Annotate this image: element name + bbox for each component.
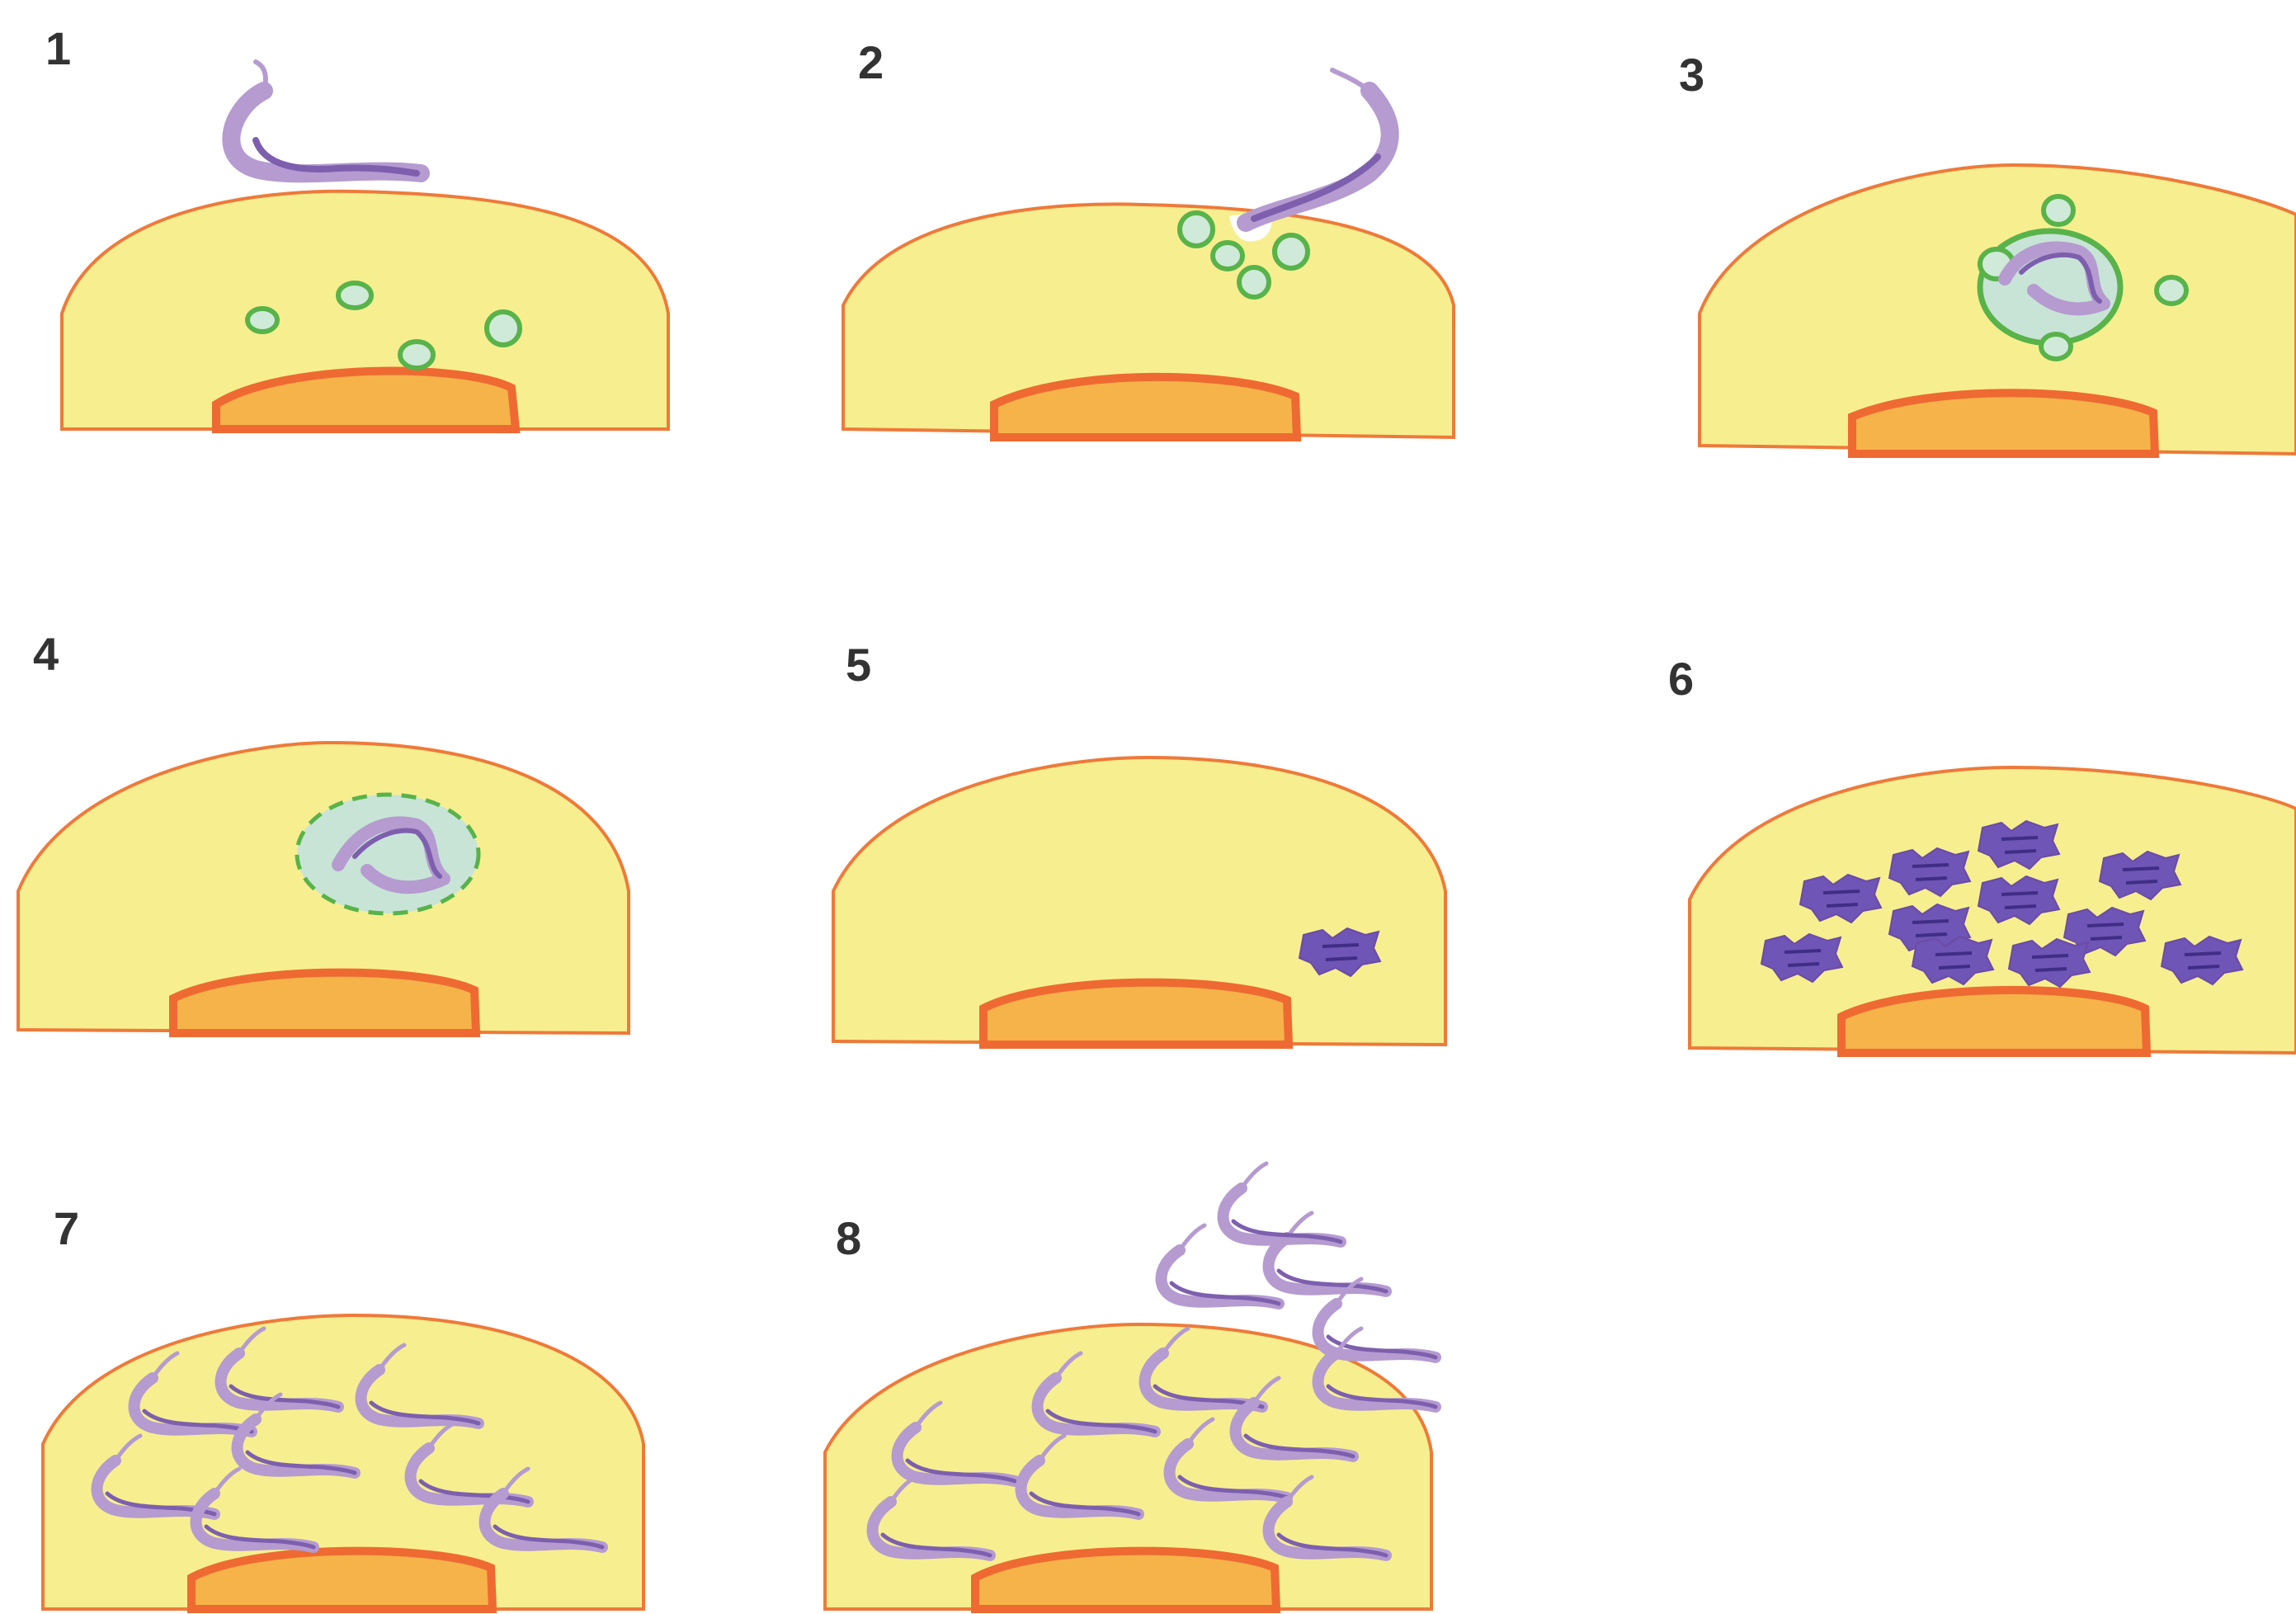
panel-number-6: 6: [1668, 653, 1694, 705]
trypomastigote: [1223, 1163, 1341, 1242]
vesicle: [1275, 235, 1308, 268]
vesicle: [1180, 213, 1213, 246]
panel-number-3: 3: [1679, 49, 1704, 101]
nucleus: [983, 983, 1289, 1045]
panel-number-5: 5: [846, 639, 871, 691]
vesicle: [1239, 267, 1269, 297]
panel-number-2: 2: [858, 36, 884, 88]
panel-8: 8: [825, 1163, 1436, 1609]
vesicle: [400, 342, 433, 368]
panel-5: 5: [833, 639, 1445, 1045]
nucleus: [994, 377, 1297, 437]
vesicle: [1213, 243, 1242, 269]
vesicle: [338, 283, 371, 308]
vesicle: [2044, 196, 2073, 224]
panel-number-4: 4: [33, 628, 59, 680]
panel-number-8: 8: [836, 1212, 861, 1264]
panel-7: 7: [43, 1202, 644, 1609]
trypomastigote: [231, 62, 421, 173]
vesicle: [2157, 277, 2186, 304]
panel-1: 1: [45, 22, 668, 429]
vesicle: [2041, 334, 2071, 359]
nucleus: [1852, 393, 2155, 454]
panel-6: 6: [1668, 653, 2296, 1053]
panel-number-7: 7: [54, 1202, 79, 1254]
nucleus: [975, 1551, 1276, 1609]
nucleus: [173, 973, 476, 1033]
nucleus: [191, 1551, 493, 1609]
panel-number-1: 1: [45, 22, 71, 74]
vesicle: [487, 312, 520, 345]
trypomastigote: [1246, 70, 1390, 223]
panel-4: 4: [18, 628, 629, 1033]
trypomastigote: [1269, 1213, 1387, 1291]
panel-3: 3: [1679, 49, 2296, 454]
vacuole-disrupting: [297, 795, 479, 913]
nucleus: [1841, 990, 2147, 1053]
panel-2: 2: [843, 36, 1454, 437]
vesicle: [248, 309, 277, 332]
